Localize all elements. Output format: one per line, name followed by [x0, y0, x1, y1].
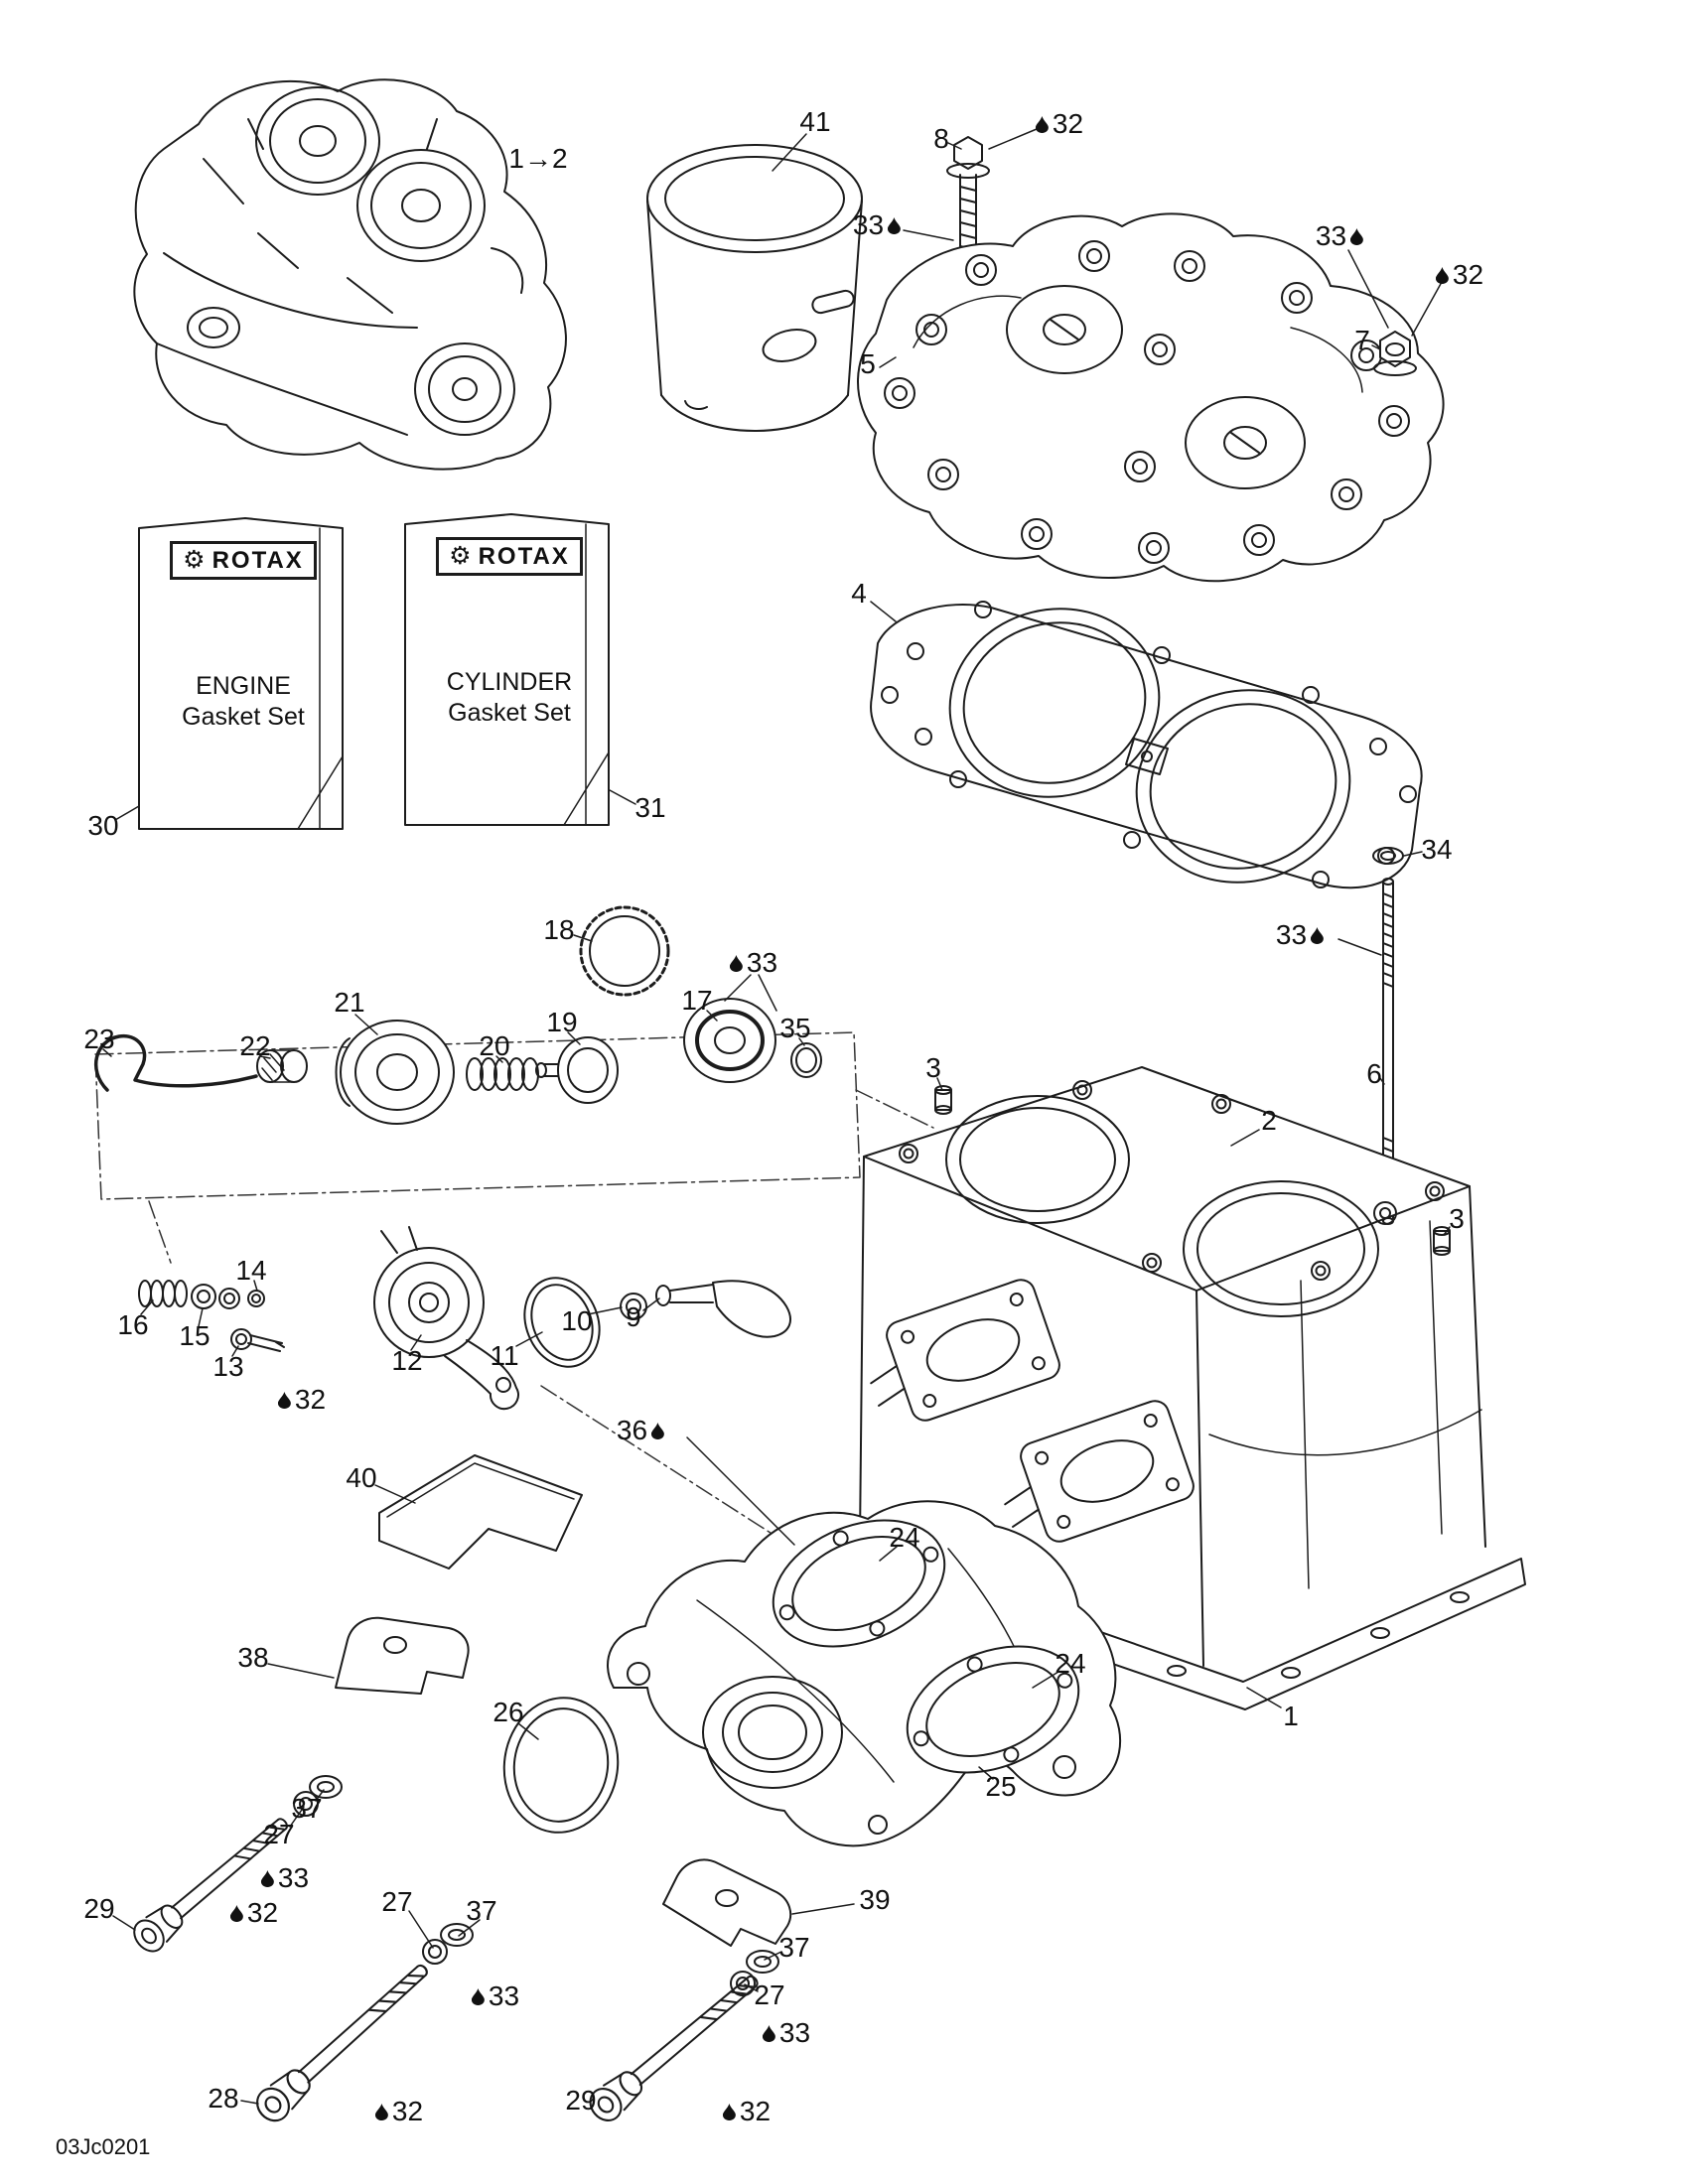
part-cylinder-sleeve — [646, 144, 863, 432]
part-washers — [293, 1775, 779, 1996]
drawing-code: 03Jc0201 — [56, 2134, 151, 2159]
rotax-logo: ⚙ ROTAX — [170, 541, 317, 580]
rotax-logo: ⚙ ROTAX — [436, 537, 583, 576]
part-engine-assembly — [133, 78, 567, 471]
part-rotary-valve-group — [93, 905, 822, 1125]
part-flange-nut — [1373, 331, 1417, 376]
part-bracket-38 — [335, 1616, 470, 1695]
packet-outlines — [138, 513, 610, 830]
part-exhaust-gaskets — [772, 1519, 1080, 1774]
part-socket-bolts — [127, 1807, 768, 2128]
part-plate — [378, 1454, 583, 1570]
cylinder-gasket-set-packet: ⚙ ROTAX CYLINDER Gasket Set — [415, 537, 604, 729]
part-water-pump-group — [138, 1226, 791, 1411]
leader-lines — [102, 128, 1451, 2105]
packet-subtitle: Gasket Set — [182, 703, 305, 731]
rotax-brand-text: ROTAX — [478, 542, 570, 570]
packet-title: CYLINDER — [446, 668, 573, 696]
part-head-gasket — [870, 601, 1423, 889]
part-cylinder-head-cover — [857, 212, 1445, 583]
part-round-gasket — [502, 1697, 620, 1834]
part-bracket-39 — [662, 1858, 792, 1947]
packet-subtitle: Gasket Set — [448, 699, 571, 727]
rotax-gear-icon: ⚙ — [449, 542, 472, 570]
engine-gasket-set-packet: ⚙ ROTAX ENGINE Gasket Set — [149, 541, 338, 733]
part-dowel-pins — [934, 1085, 1451, 1256]
packet-title: ENGINE — [196, 672, 291, 700]
rotax-gear-icon: ⚙ — [183, 546, 206, 574]
rotax-brand-text: ROTAX — [211, 546, 304, 574]
